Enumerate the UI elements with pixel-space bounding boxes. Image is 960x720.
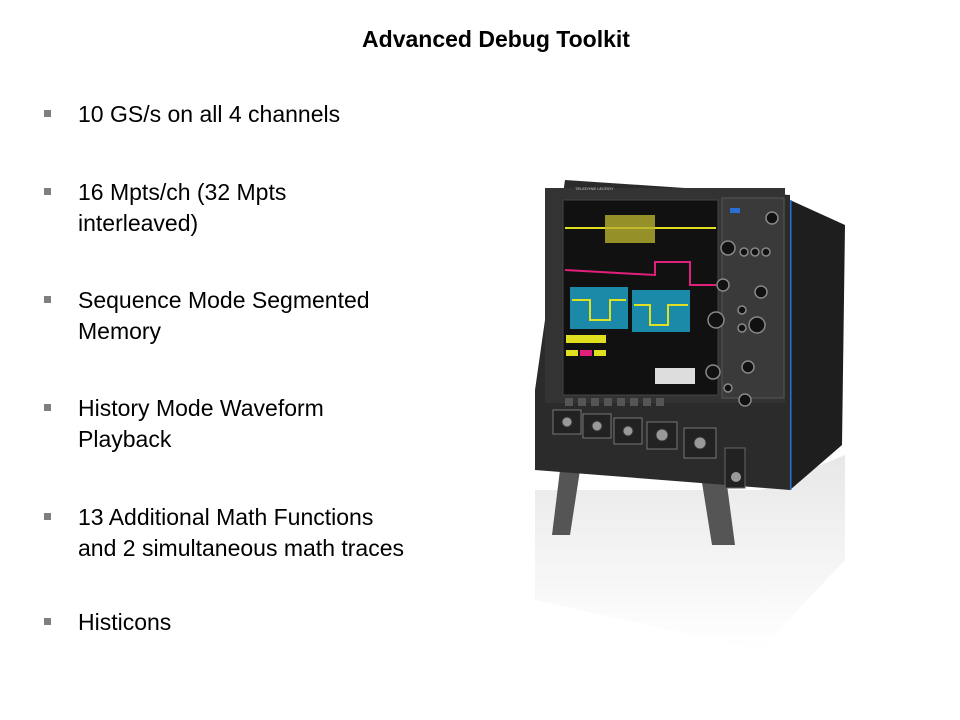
bullet-text: 10 GS/s on all 4 channels bbox=[78, 101, 341, 127]
bullet-text: interleaved) bbox=[78, 210, 199, 236]
bullet-square-icon bbox=[44, 513, 51, 520]
bullet-square-icon bbox=[44, 404, 51, 411]
bullet-text: 13 Additional Math Functions bbox=[78, 504, 374, 530]
bullet-square-icon bbox=[44, 188, 51, 195]
bullet-square-icon bbox=[44, 618, 51, 625]
bullet-text: Sequence Mode Segmented bbox=[78, 287, 370, 313]
bullet-text: Memory bbox=[78, 318, 162, 344]
svg-text:TELEDYNE LECROY: TELEDYNE LECROY bbox=[575, 186, 614, 191]
oscilloscope-photo: TELEDYNE LECROY bbox=[535, 180, 845, 650]
bullet-text: and 2 simultaneous math traces bbox=[78, 535, 405, 561]
bullet-square-icon bbox=[44, 110, 51, 117]
bullet-text: Histicons bbox=[78, 609, 172, 635]
bullet-text: History Mode Waveform bbox=[78, 395, 324, 421]
bullet-item: 16 Mpts/ch (32 Mpts interleaved) bbox=[44, 177, 498, 239]
bullet-text: Playback bbox=[78, 426, 172, 452]
slide-title: Advanced Debug Toolkit bbox=[362, 26, 630, 52]
bullet-square-icon bbox=[44, 296, 51, 303]
bullet-text: 16 Mpts/ch (32 Mpts bbox=[78, 179, 287, 205]
bullet-item: 10 GS/s on all 4 channels bbox=[44, 99, 498, 130]
bullet-item: 13 Additional Math Functions and 2 simult… bbox=[44, 502, 498, 564]
bullet-item: Histicons bbox=[44, 607, 498, 638]
